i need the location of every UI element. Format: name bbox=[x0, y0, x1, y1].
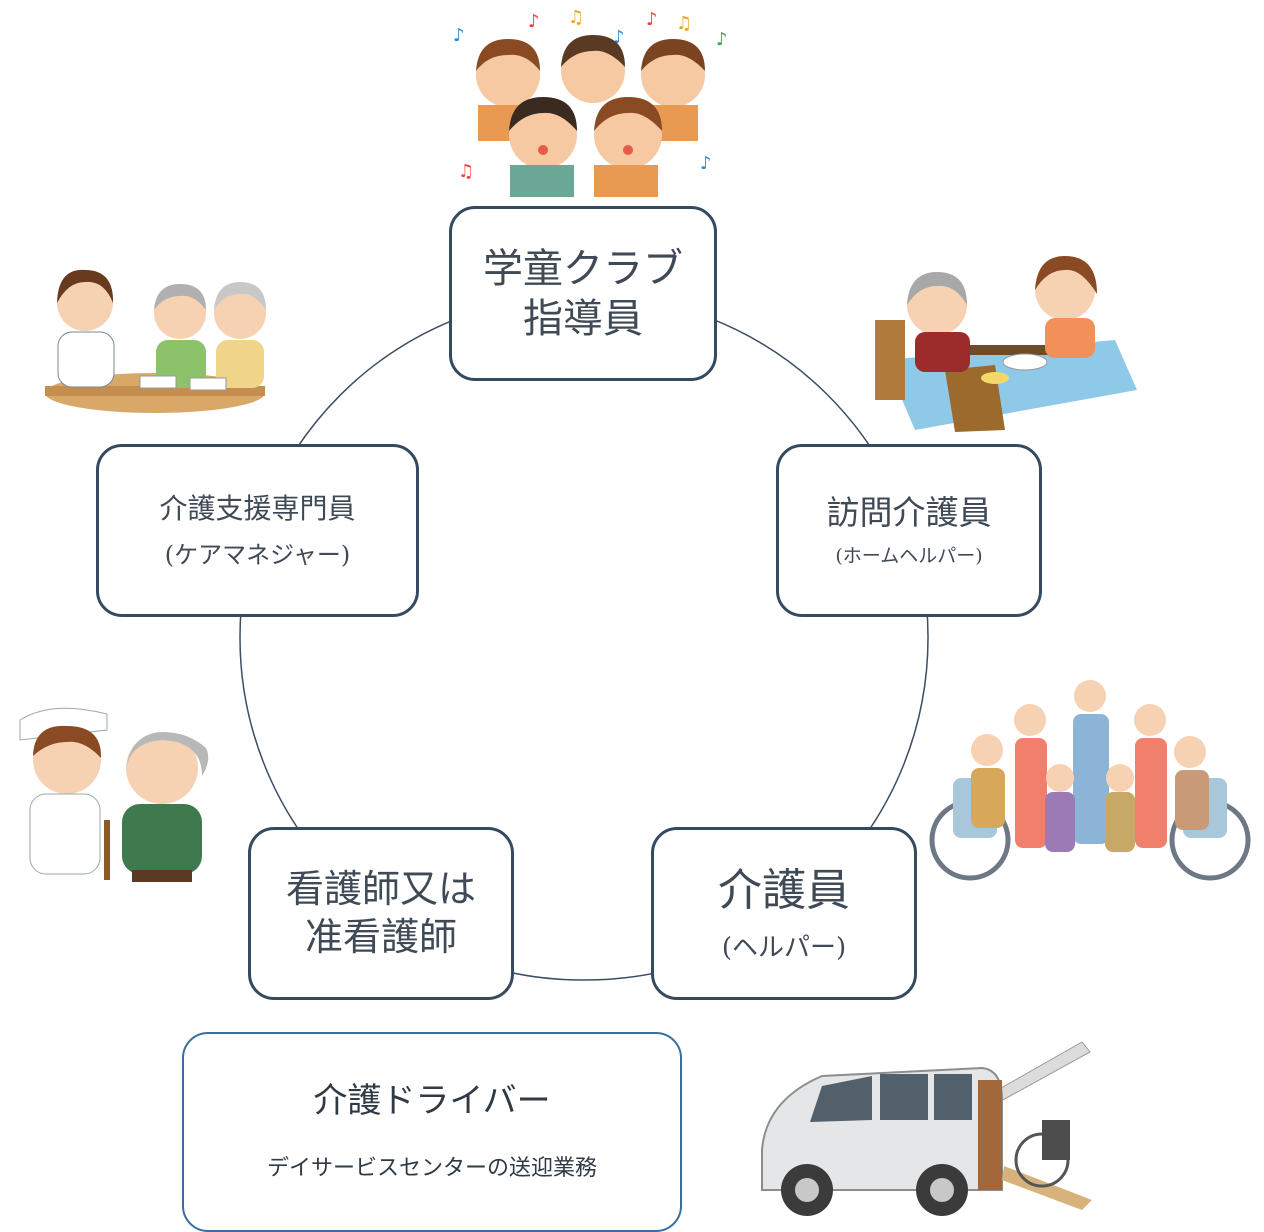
role-title-line1: 看護師又は bbox=[285, 867, 476, 911]
svg-text:♪: ♪ bbox=[646, 9, 658, 30]
role-subtitle: (ケアマネジャー) bbox=[164, 541, 351, 569]
nurse-elderly-illustration bbox=[19, 707, 209, 882]
role-title: 介護支援専門員 bbox=[159, 492, 356, 525]
svg-text:♫: ♫ bbox=[676, 13, 692, 34]
caregivers-group-illustration bbox=[929, 680, 1251, 881]
wheelchair-van-illustration bbox=[761, 1041, 1092, 1216]
role-subtitle: (ヘルパー) bbox=[721, 932, 847, 963]
svg-text:♫: ♫ bbox=[458, 161, 474, 182]
care-consultation-illustration bbox=[45, 269, 266, 413]
meal-assistance-illustration bbox=[875, 256, 1137, 432]
svg-text:♪: ♪ bbox=[700, 153, 712, 174]
children-choir-illustration: ♪ ♪ ♫ ♪ ♪ ♫ ♪ ♫ ♪ bbox=[453, 7, 728, 197]
role-title-line2: 指導員 bbox=[523, 295, 643, 342]
role-box-care-driver: 介護ドライバー デイサービスセンターの送迎業務 bbox=[182, 1032, 682, 1232]
role-box-child-club-instructor: 学童クラブ 指導員 bbox=[449, 206, 717, 381]
svg-text:♫: ♫ bbox=[568, 7, 584, 28]
role-box-nurse: 看護師又は 准看護師 bbox=[248, 827, 514, 1000]
role-title-line2: 准看護師 bbox=[304, 914, 457, 959]
role-box-care-manager: 介護支援専門員 (ケアマネジャー) bbox=[96, 444, 419, 617]
svg-text:♪: ♪ bbox=[613, 27, 625, 48]
driver-subtitle: デイサービスセンターの送迎業務 bbox=[266, 1155, 597, 1181]
role-title-line1: 学童クラブ bbox=[483, 245, 683, 292]
svg-text:♪: ♪ bbox=[453, 25, 465, 46]
svg-text:♪: ♪ bbox=[528, 11, 540, 32]
role-subtitle: (ホームヘルパー) bbox=[835, 545, 983, 568]
driver-title: 介護ドライバー bbox=[313, 1081, 551, 1121]
role-box-home-helper: 訪問介護員 (ホームヘルパー) bbox=[776, 444, 1042, 617]
svg-text:♪: ♪ bbox=[716, 29, 728, 50]
role-title: 介護員 bbox=[718, 864, 850, 916]
role-title: 訪問介護員 bbox=[826, 493, 992, 532]
role-box-caregiver: 介護員 (ヘルパー) bbox=[651, 827, 917, 1000]
